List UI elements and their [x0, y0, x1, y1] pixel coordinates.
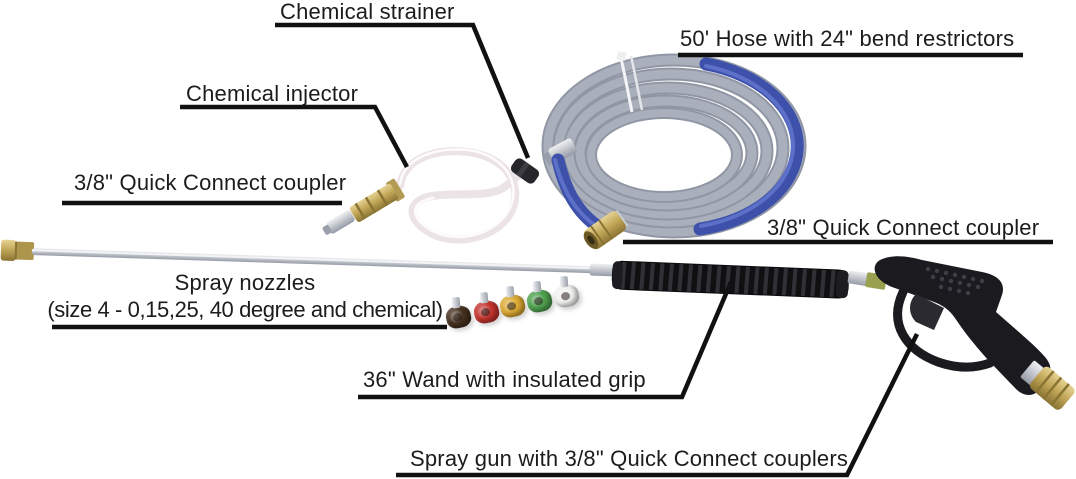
- callout-chemical-injector: [180, 104, 409, 169]
- callout-wand: [358, 281, 734, 400]
- spray-gun: [874, 256, 1075, 410]
- callout-spray-gun: [396, 332, 920, 478]
- clear-tube: [396, 147, 527, 244]
- hose-quick-connect-coupler: [583, 209, 629, 250]
- spray-nozzles-title: Spray nozzles: [174, 270, 316, 295]
- chemical-strainer-part: [510, 158, 540, 184]
- bend-restrictor-right: [693, 57, 804, 236]
- callout-chemical-strainer: [275, 22, 531, 159]
- wand-quick-connect-coupler: [0, 239, 35, 261]
- chemical-injector-assembly: [322, 147, 540, 244]
- trigger: [910, 294, 944, 330]
- hose-zip-tie: [616, 51, 644, 113]
- injector-coupler-plug: [322, 210, 355, 235]
- gun-vents: [925, 266, 985, 296]
- spray-gun-label: Spray gun with 3/8" Quick Connect couple…: [410, 446, 849, 471]
- hose-label: 50' Hose with 24" bend restrictors: [680, 26, 1015, 51]
- spray-nozzles-label: Spray nozzles (size 4 - 0,15,25, 40 degr…: [30, 270, 460, 323]
- quick-connect-right-label: 3/8" Quick Connect coupler: [767, 215, 1040, 240]
- chemical-strainer-label: Chemical strainer: [280, 0, 455, 24]
- wand-label: 36" Wand with insulated grip: [363, 367, 646, 392]
- injector-body: [349, 178, 405, 222]
- hose-coil: [541, 51, 807, 250]
- chemical-injector-label: Chemical injector: [186, 81, 359, 106]
- spray-nozzles-detail: (size 4 - 0,15,25, 40 degree and chemica…: [47, 297, 443, 323]
- wand-ferrule: [589, 263, 618, 277]
- quick-connect-left-label: 3/8" Quick Connect coupler: [74, 170, 347, 195]
- trigger-guard: [893, 287, 995, 372]
- gun-quick-connect-coupler: [1020, 360, 1075, 410]
- insulated-grip: [611, 260, 849, 299]
- wand: [0, 239, 618, 277]
